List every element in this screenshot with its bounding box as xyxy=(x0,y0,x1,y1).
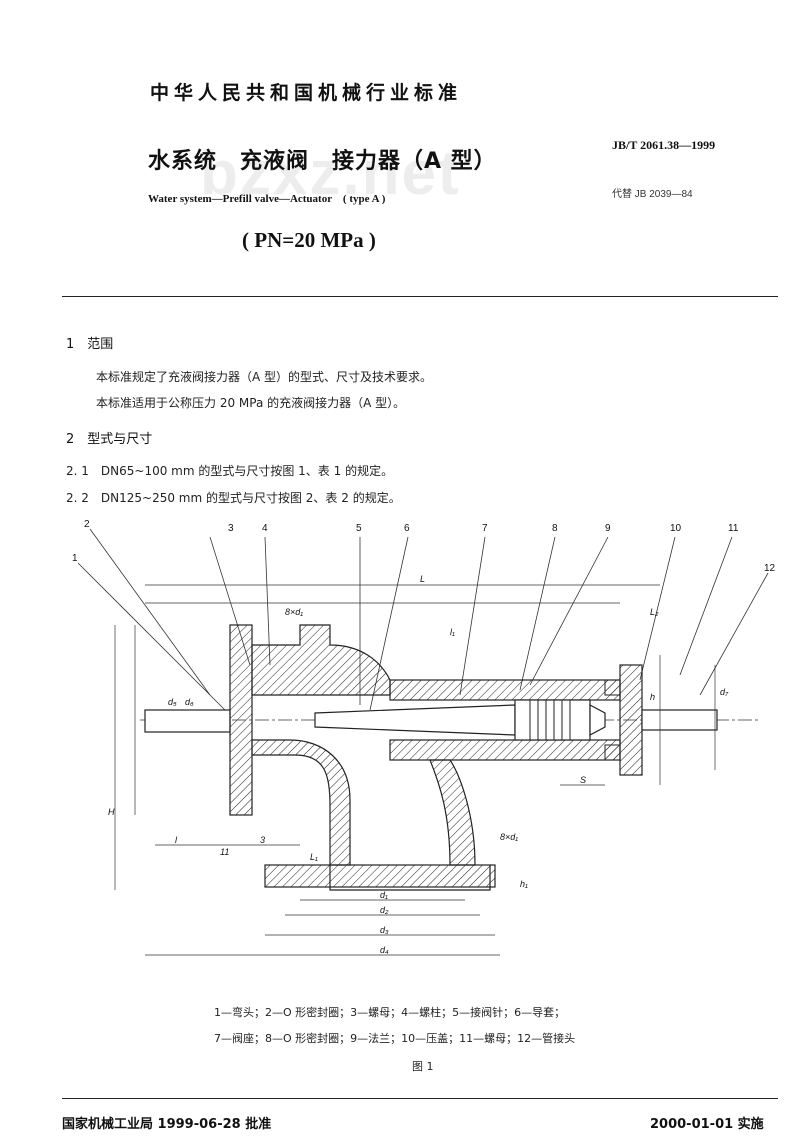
guide-sleeve xyxy=(514,699,591,741)
pressure-rating: ( PN=20 MPa ) xyxy=(242,228,376,252)
pipe-joint xyxy=(641,709,718,731)
callout-5: 5 xyxy=(356,523,362,534)
right-cap xyxy=(619,664,643,776)
dim-l1: l₁ xyxy=(450,627,455,637)
clause-2-1: 2. 1 DN65~100 mm 的型式与尺寸按图 1、表 1 的规定。 xyxy=(66,464,394,478)
inlet-stub xyxy=(144,709,231,733)
standard-code: JB/T 2061.38—1999 xyxy=(612,138,716,152)
callout-7: 7 xyxy=(482,523,488,534)
callout-6: 6 xyxy=(404,523,410,534)
callout-8: 8 xyxy=(552,523,558,534)
callout-numbers: 2 1 3 4 5 6 7 8 9 10 11 12 xyxy=(72,519,776,574)
dim-d7: d₇ xyxy=(720,687,729,697)
issuing-organization: 中华人民共和国机械行业标准 xyxy=(150,82,463,104)
dim-L1: L₁ xyxy=(310,852,318,862)
figure-legend-line-1: 1—弯头；2—O 形密封圈；3—螺母；4—螺柱；5—接阀针；6—导套； xyxy=(214,1006,566,1019)
callout-12: 12 xyxy=(764,563,776,574)
valve-needle xyxy=(314,704,516,736)
callout-9: 9 xyxy=(605,523,611,534)
figure-1-drawing: 2 1 3 4 5 6 7 8 9 10 11 12 L l₁ L₁ 8×d₁ … xyxy=(72,519,776,956)
cap-nut-upper xyxy=(604,679,621,696)
dim-3: 3 xyxy=(260,835,265,845)
header-rule xyxy=(62,296,778,297)
dim-l: l xyxy=(175,835,178,845)
figure-legend-line-2: 7—阀座；8—O 形密封圈；9—法兰；10—压盖；11—螺母；12—管接头 xyxy=(214,1032,576,1045)
section-1-paragraph-1: 本标准规定了充液阀接力器（A 型）的型式、尺寸及技术要求。 xyxy=(96,370,433,384)
dim-h1: h₁ xyxy=(520,879,528,889)
effective-date: 2000-01-01 实施 xyxy=(650,1117,764,1132)
dim-d6: d₆ xyxy=(185,697,194,707)
dim-11: 11 xyxy=(220,847,229,857)
dimension-labels: L l₁ L₁ 8×d₁ 8×d₁ H l 3 11 S h h₁ d₁ d₂ … xyxy=(108,574,729,955)
dim-L: L xyxy=(420,574,425,584)
dim-H: H xyxy=(108,807,115,817)
document-title-english: Water system—Prefill valve—Actuator ( ty… xyxy=(148,193,386,205)
dim-d1: d₁ xyxy=(380,890,388,900)
callout-2: 2 xyxy=(84,519,90,530)
cap-nut-lower xyxy=(604,744,621,761)
elbow-lower-wall xyxy=(251,739,351,866)
watermark: bzxz.net xyxy=(200,139,461,208)
callout-3: 3 xyxy=(228,523,234,534)
section-1-heading: 1 范围 xyxy=(66,337,114,352)
section-2-heading: 2 型式与尺寸 xyxy=(66,432,153,447)
footer-rule xyxy=(62,1098,778,1099)
approval-date: 国家机械工业局 1999-06-28 批准 xyxy=(62,1117,272,1132)
callout-11: 11 xyxy=(728,523,739,534)
callout-4: 4 xyxy=(262,523,268,534)
outlet-right-wall xyxy=(429,759,476,866)
dim-d3: d₃ xyxy=(380,925,389,935)
dim-S: S xyxy=(580,775,586,785)
dim-bolt-2: 8×d₁ xyxy=(500,832,518,842)
left-flange xyxy=(229,624,253,816)
barrel-upper-wall xyxy=(389,679,621,701)
callout-1: 1 xyxy=(72,553,78,564)
clause-2-2: 2. 2 DN125~250 mm 的型式与尺寸按图 2、表 2 的规定。 xyxy=(66,491,401,505)
dim-d2: d₂ xyxy=(380,905,389,915)
dim-L2: L₂ xyxy=(650,607,659,617)
dim-bolt: 8×d₁ xyxy=(285,607,303,617)
bottom-flange xyxy=(264,864,496,888)
needle-tip xyxy=(589,704,606,736)
callout-10: 10 xyxy=(670,523,682,534)
dim-d5: d₅ xyxy=(168,697,177,707)
document-title: 水系统 充液阀 接力器（A 型） xyxy=(148,149,497,174)
replaces-standard: 代替 JB 2039—84 xyxy=(612,189,693,200)
dim-d4: d₄ xyxy=(380,945,389,955)
callout-leaders xyxy=(77,528,769,716)
section-1-paragraph-2: 本标准适用于公称压力 20 MPa 的充液阀接力器（A 型）。 xyxy=(96,396,406,410)
dim-h: h xyxy=(650,692,655,702)
elbow-upper-wall xyxy=(251,624,391,696)
dimension-lines xyxy=(114,584,716,956)
barrel-lower-wall xyxy=(389,739,621,761)
figure-caption: 图 1 xyxy=(412,1060,434,1073)
